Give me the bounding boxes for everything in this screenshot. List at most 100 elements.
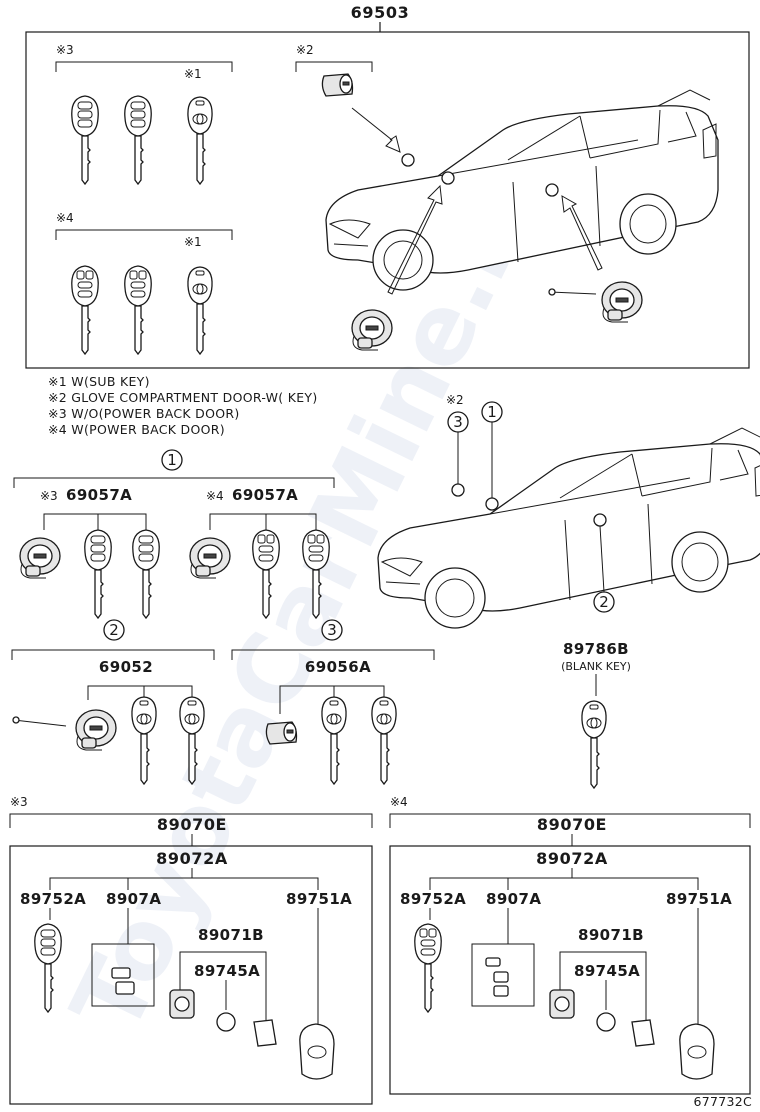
left-box-tag: ※3: [10, 795, 28, 809]
callout-number-1: 1: [487, 403, 497, 421]
bracket-4-top: [55, 229, 233, 240]
group-2-part: 69052: [99, 658, 153, 676]
tag-1-top: ※1: [184, 67, 202, 81]
remote-key-icon: [71, 95, 99, 185]
left-part-c: 89751A: [286, 890, 352, 908]
button-pad-icon: [493, 985, 509, 997]
arrow-icon: [351, 107, 401, 153]
right-box-tag: ※4: [390, 795, 408, 809]
arrow-icon: [387, 184, 443, 295]
group-3-number: 3: [327, 621, 337, 639]
set-a-part: 69057A: [66, 486, 132, 504]
left-assy-part: 89070E: [157, 815, 227, 834]
key-icon: [131, 696, 157, 785]
location-marker: [485, 497, 499, 511]
cylinder-icon: [19, 537, 61, 579]
note-3: ※3 W/O(POWER BACK DOOR): [48, 406, 240, 421]
right-part-d: 89071B: [578, 926, 644, 944]
door-rod-icon: [549, 291, 597, 295]
set-b-part: 69057A: [232, 486, 298, 504]
door-cylinder-icon: [601, 281, 643, 323]
smart-key-icon: [299, 1023, 335, 1080]
cover-icon: [253, 1019, 277, 1047]
left-part-a: 89752A: [20, 890, 86, 908]
remote-key-icon: [124, 95, 152, 185]
callout-number-3: 3: [453, 413, 463, 431]
top-part-number: 69503: [351, 3, 410, 22]
ignition-cylinder-icon: [75, 709, 117, 751]
remote-key-icon: [71, 265, 99, 355]
door-rod-end-icon: [548, 288, 556, 296]
left-kit-frame: [9, 845, 373, 1105]
battery-icon: [596, 1012, 616, 1032]
transmitter-icon: [414, 923, 442, 1013]
right-part-e: 89745A: [574, 962, 640, 980]
left-part-b: 8907A: [106, 890, 161, 908]
right-part-c: 89751A: [666, 890, 732, 908]
battery-cover-frame: [91, 943, 155, 1007]
group-2-number: 2: [109, 621, 119, 639]
bracket-group-1: [13, 477, 335, 488]
sub-key-icon: [187, 96, 213, 185]
note-4: ※4 W(POWER BACK DOOR): [48, 422, 225, 437]
tag-2-vehicle: ※2: [446, 393, 464, 407]
note-2: ※2 GLOVE COMPARTMENT DOOR-W( KEY): [48, 390, 318, 405]
location-marker: [545, 183, 559, 197]
battery-cover-frame: [471, 943, 535, 1007]
right-part-b: 8907A: [486, 890, 541, 908]
set-b-tag: ※4: [206, 489, 224, 503]
button-pad-icon: [115, 981, 135, 995]
key-icon: [321, 696, 347, 785]
glove-box-cylinder-icon: [321, 73, 354, 97]
tag-2-top: ※2: [296, 43, 314, 57]
left-assy-bracket: [9, 813, 373, 828]
sub-key-icon: [187, 266, 213, 355]
blank-key-part: 89786B: [563, 640, 629, 658]
right-kit-frame: [389, 845, 751, 1095]
right-sub-part: 89072A: [536, 849, 608, 868]
tag-1-top-b: ※1: [184, 235, 202, 249]
remote-key-icon: [124, 265, 152, 355]
callout-circle-2: [103, 619, 125, 641]
right-part-d-leader: [559, 951, 647, 1020]
rod-end-icon: [12, 716, 20, 724]
group-1-number: 1: [167, 451, 177, 469]
cylinder-icon: [189, 537, 231, 579]
location-marker: [451, 483, 465, 497]
bracket-group-3: [231, 649, 435, 660]
right-assy-bracket: [389, 813, 751, 828]
figure-id: 677732C: [693, 1094, 752, 1109]
callout-circle-2: [593, 591, 615, 613]
tag-3-top: ※3: [56, 43, 74, 57]
bracket-2-top: [295, 61, 373, 72]
tag-4-top: ※4: [56, 211, 74, 225]
remote-key-icon: [84, 529, 112, 619]
left-part-d: 89071B: [198, 926, 264, 944]
blank-key-icon: [581, 700, 607, 789]
cover-icon: [631, 1019, 655, 1047]
bracket-group-2: [11, 649, 215, 660]
callout-circle-3: [321, 619, 343, 641]
rod-icon: [13, 719, 67, 727]
right-sub-leader: [429, 868, 699, 890]
glove-box-cylinder-icon: [265, 721, 298, 745]
set-a-tag: ※3: [40, 489, 58, 503]
left-sub-leader: [49, 868, 319, 890]
bracket-3-top: [55, 61, 233, 72]
button-pad-icon: [485, 957, 501, 967]
button-pad-icon: [111, 967, 131, 979]
right-assy-part: 89070E: [537, 815, 607, 834]
right-part-a: 89752A: [400, 890, 466, 908]
remote-key-icon: [132, 529, 160, 619]
group-3-part: 69056A: [305, 658, 371, 676]
key-icon: [371, 696, 397, 785]
button-pad-icon: [493, 971, 509, 983]
leader-set-a: [43, 513, 147, 530]
location-marker: [441, 171, 455, 185]
blank-key-note: (BLANK KEY): [561, 660, 631, 673]
left-sub-part: 89072A: [156, 849, 228, 868]
callout-number-2: 2: [599, 593, 609, 611]
smart-key-icon: [679, 1023, 715, 1080]
arrow-icon: [561, 195, 603, 271]
